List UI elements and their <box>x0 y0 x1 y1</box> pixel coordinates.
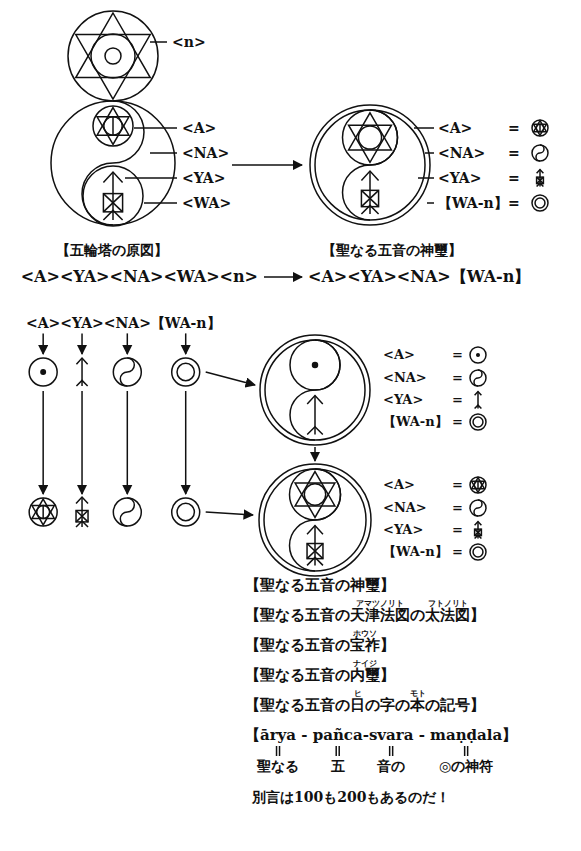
syllable-label: 【WA-n】 <box>438 195 508 212</box>
equals-sign: = <box>452 477 463 493</box>
equals-sign: = <box>452 347 463 363</box>
equals-sign: = <box>452 522 463 538</box>
syllable-label: <NA> <box>383 370 427 386</box>
syllable-label: <YA> <box>438 170 481 187</box>
syllable-label: <YA> <box>182 170 225 187</box>
equals-sign: = <box>452 500 463 516</box>
syllable-label: <A> <box>383 477 415 493</box>
formula-text: <A><YA><NA>【WA-n】 <box>308 267 530 286</box>
syllable-label: <YA> <box>383 392 423 408</box>
syllable-label: <YA> <box>383 522 423 538</box>
syllable-label: 【WA-n】 <box>383 544 448 560</box>
syllable-label: <n> <box>172 34 206 51</box>
syllable-label: <WA> <box>182 195 231 212</box>
equals-sign: = <box>508 170 520 187</box>
name-line: 【聖なる五音の内璽】 <box>245 666 395 684</box>
figure-caption: 【聖なる五音の神璽】 <box>322 242 462 259</box>
name-line: 別言は100も200もあるのだ！ <box>252 789 450 806</box>
equals-sign: = <box>452 392 463 408</box>
name-line: 【聖なる五音の宝祚】 <box>245 636 395 654</box>
equals-sign: = <box>452 370 463 386</box>
syllable-label: <A> <box>438 120 472 137</box>
equals-sign: = <box>452 414 463 430</box>
equals-sign: = <box>508 195 520 212</box>
equals-sign: = <box>508 120 520 137</box>
gloss-word: 五 <box>331 758 345 775</box>
figure-caption: 【五輪塔の原図】 <box>56 242 168 259</box>
syllable-label: <NA> <box>438 145 485 162</box>
equals-sign: = <box>452 544 463 560</box>
name-line: 【聖なる五音の天津法図の太法図】 <box>245 606 485 624</box>
name-line: 【聖なる五音の神璽】 <box>245 576 395 594</box>
gloss-word: 聖なる <box>257 758 299 775</box>
syllable-label: 【WA-n】 <box>383 414 448 430</box>
syllable-label: <NA> <box>182 145 229 162</box>
formula-text: <A><YA><NA><WA><n> <box>21 267 258 286</box>
gloss-word: 音の <box>377 758 405 775</box>
syllable-label: <A> <box>182 120 216 137</box>
gloss-word: ◎の神符 <box>439 758 493 775</box>
syllable-label: <A> <box>383 347 415 363</box>
name-line: 【聖なる五音の日の字の本の記号】 <box>245 696 485 714</box>
equals-sign: = <box>508 145 520 162</box>
syllable-label: <NA> <box>383 500 427 516</box>
name-line: 【ārya - pañca-svara - maṇḍala】 <box>245 726 517 744</box>
formula-text: <A><YA><NA>【WA-n】 <box>26 315 221 332</box>
